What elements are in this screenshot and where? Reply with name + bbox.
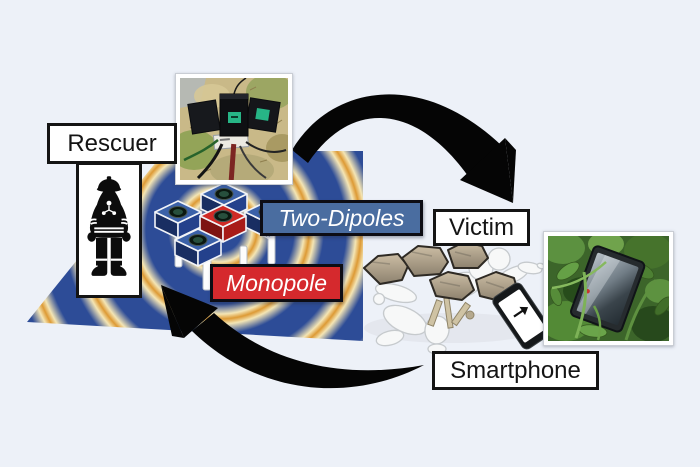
two-dipoles-label-text: Two-Dipoles	[278, 204, 405, 231]
monopole-label: Monopole	[210, 264, 343, 302]
firefighter-icon	[87, 176, 131, 276]
victim-label-text: Victim	[449, 213, 514, 241]
antenna-photo	[175, 73, 293, 185]
smartphone-label-text: Smartphone	[450, 356, 581, 384]
monopole-label-text: Monopole	[225, 269, 328, 296]
rescuer-label-text: Rescuer	[67, 129, 157, 157]
rescuer-figure-box	[76, 162, 142, 298]
smartphone-photo	[543, 231, 674, 346]
two-dipoles-label: Two-Dipoles	[260, 200, 423, 236]
smartphone-label: Smartphone	[432, 351, 599, 390]
rescuer-label: Rescuer	[47, 123, 177, 164]
victim-label: Victim	[433, 209, 530, 246]
victim-under-rubble-icon	[363, 241, 546, 355]
